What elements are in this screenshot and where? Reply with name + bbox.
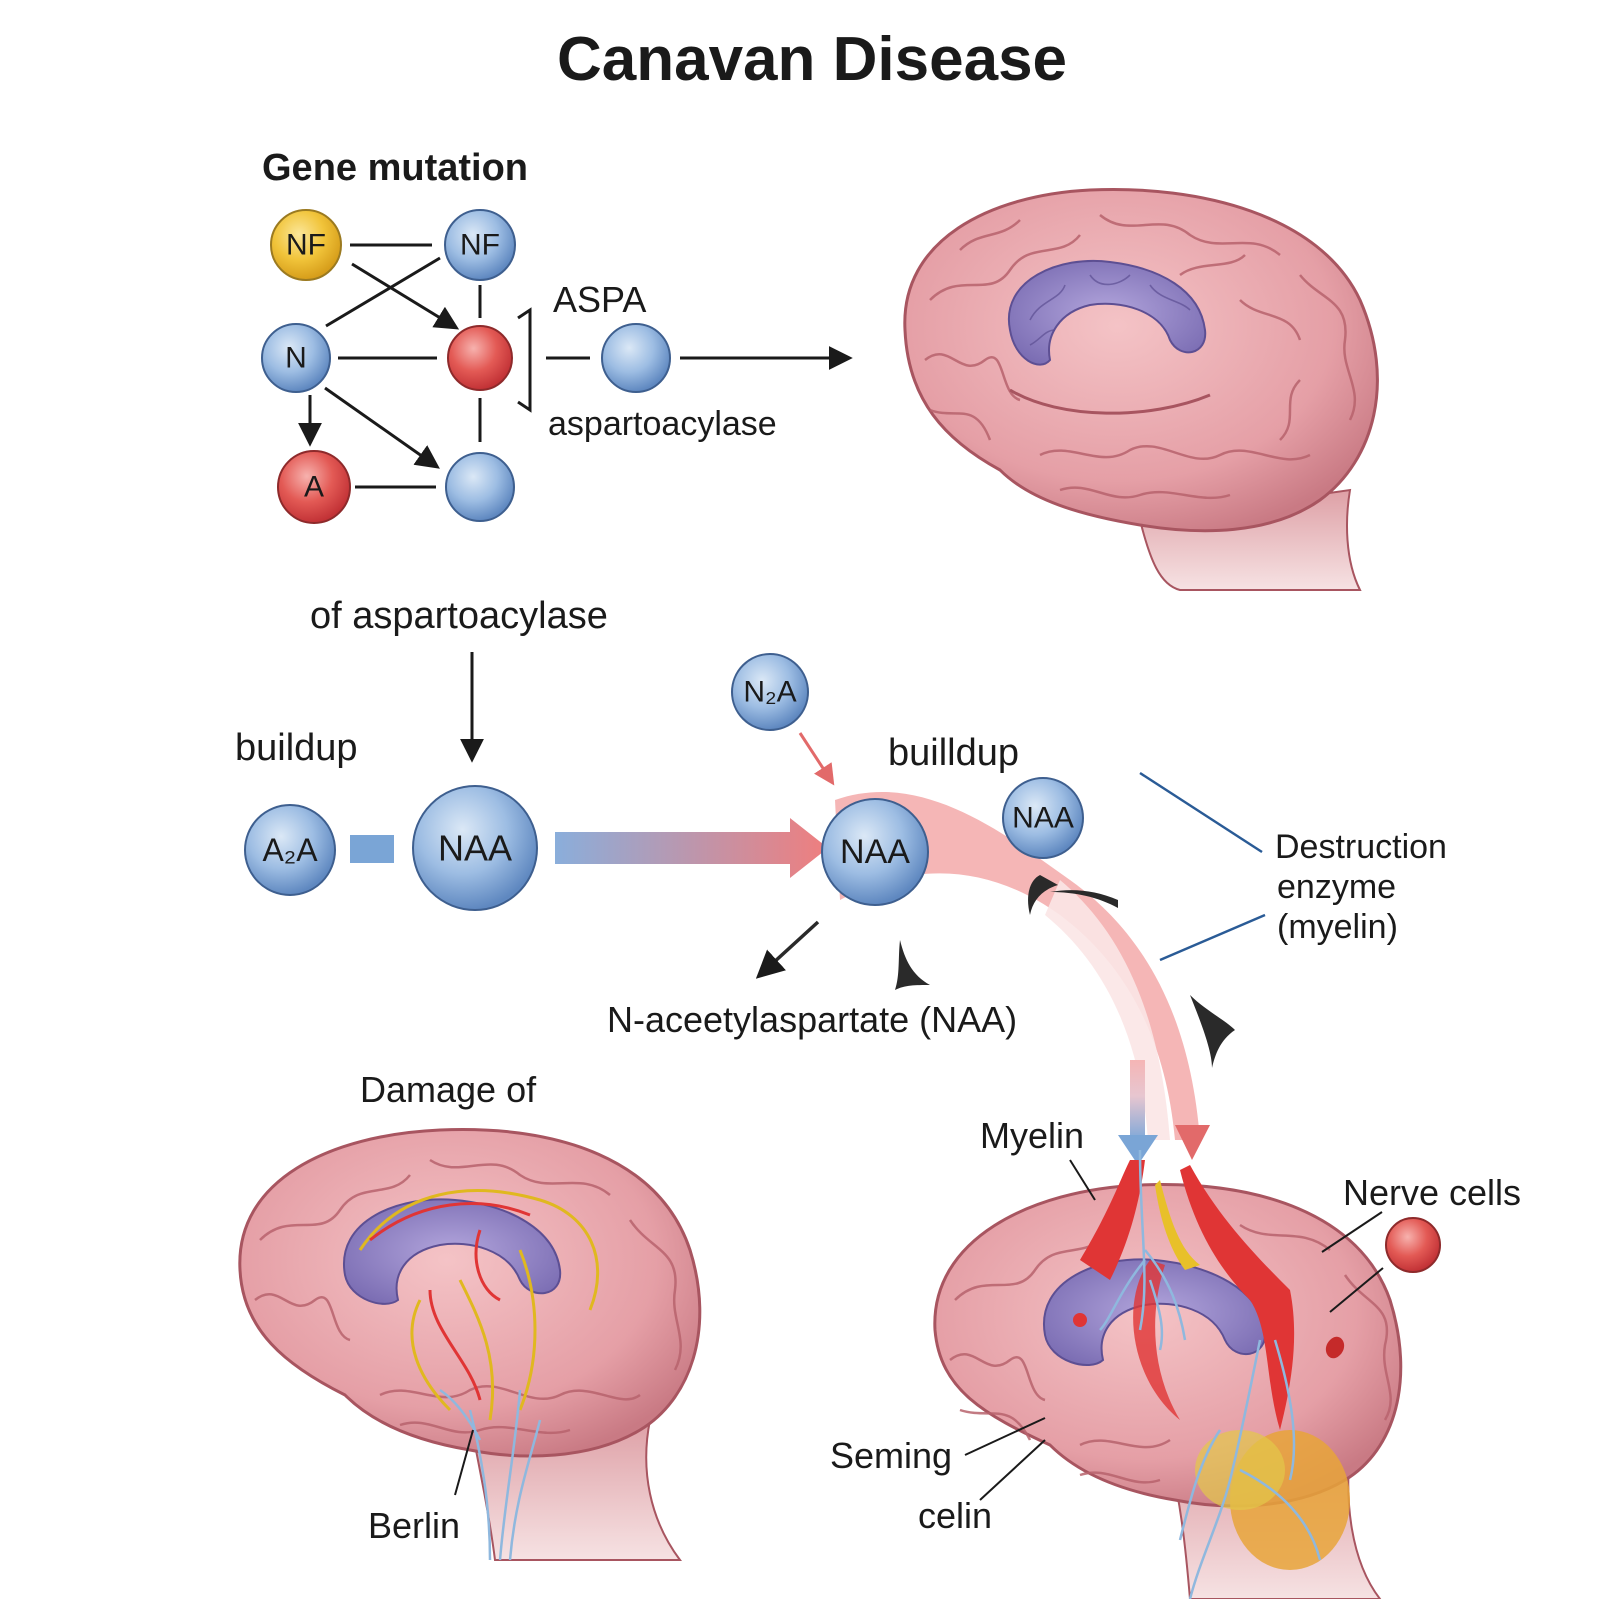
n2a-arrow: [798, 732, 835, 786]
naa-left-label: NAA: [438, 828, 512, 869]
celin-pointer: [979, 1439, 1046, 1501]
a2a-label: A₂A: [262, 832, 318, 868]
connector-bar: [350, 835, 394, 863]
naa-small-arrow: [755, 920, 820, 979]
destruction-line-3: (myelin): [1277, 908, 1398, 946]
naa-full-label: N-aceetylaspartate (NAA): [607, 999, 1017, 1040]
page-title: Canavan Disease: [557, 25, 1067, 94]
brain-damaged: [238, 1128, 702, 1561]
destruction-line-1: Destruction: [1275, 828, 1447, 866]
nf-yellow-label: NF: [286, 229, 326, 262]
nf-blue-label: NF: [460, 229, 500, 262]
destruction-pointer-top: [1139, 771, 1263, 854]
n-node: [261, 323, 331, 393]
a-node: [277, 450, 351, 524]
nerve-cells-label: Nerve cells: [1343, 1172, 1521, 1213]
myelin-pointer: [1069, 1159, 1096, 1201]
nf-blue-node: [444, 209, 516, 281]
aspartoacylase-label: aspartoacylase: [548, 405, 777, 443]
buildup-left-label: buildup: [235, 727, 358, 769]
berlin-label: Berlin: [368, 1505, 460, 1546]
nerve-cells-pointer-2: [1329, 1267, 1384, 1313]
aspa-label: ASPA: [553, 279, 646, 320]
naa-center-node: [821, 798, 929, 906]
gene-nodes: NF NF N A: [261, 209, 671, 524]
naa-right-node: [1002, 777, 1084, 859]
nerve-cells-pointer-1: [1321, 1211, 1383, 1253]
celin-label: celin: [918, 1495, 992, 1536]
n-label: N: [285, 342, 307, 375]
mutation-red-node: [447, 325, 513, 391]
a-label: A: [304, 471, 324, 504]
damage-of-label: Damage of: [360, 1069, 537, 1110]
nf-yellow-node: [270, 209, 342, 281]
blue-node-lower: [445, 452, 515, 522]
naa-left-node: [412, 785, 538, 911]
flow-arrow: [555, 818, 828, 878]
gene-mutation-heading: Gene mutation: [262, 147, 528, 189]
of-aspartoacylase-label: of aspartoacylase: [310, 595, 608, 637]
brain-affected: [933, 1149, 1403, 1599]
seming-label: Seming: [830, 1435, 952, 1476]
seming-pointer: [964, 1417, 1046, 1456]
enzyme-marks: [895, 875, 1235, 1068]
brain-healthy: [903, 188, 1379, 591]
berlin-pointer: [454, 1429, 474, 1496]
n2a-node: [731, 653, 809, 731]
gene-network: [298, 243, 853, 489]
myelin-label: Myelin: [980, 1115, 1084, 1156]
buildup-right-label: builldup: [888, 732, 1019, 774]
destruction-pointer-bottom: [1159, 913, 1266, 962]
destruction-line-2: enzyme: [1277, 868, 1396, 906]
n2a-label: N₂A: [743, 676, 796, 709]
a2a-node: [244, 804, 336, 896]
naa-center-label: NAA: [840, 833, 910, 871]
nerve-cell-node: [1385, 1217, 1441, 1273]
naa-right-label: NAA: [1012, 802, 1074, 835]
aspa-node: [601, 323, 671, 393]
